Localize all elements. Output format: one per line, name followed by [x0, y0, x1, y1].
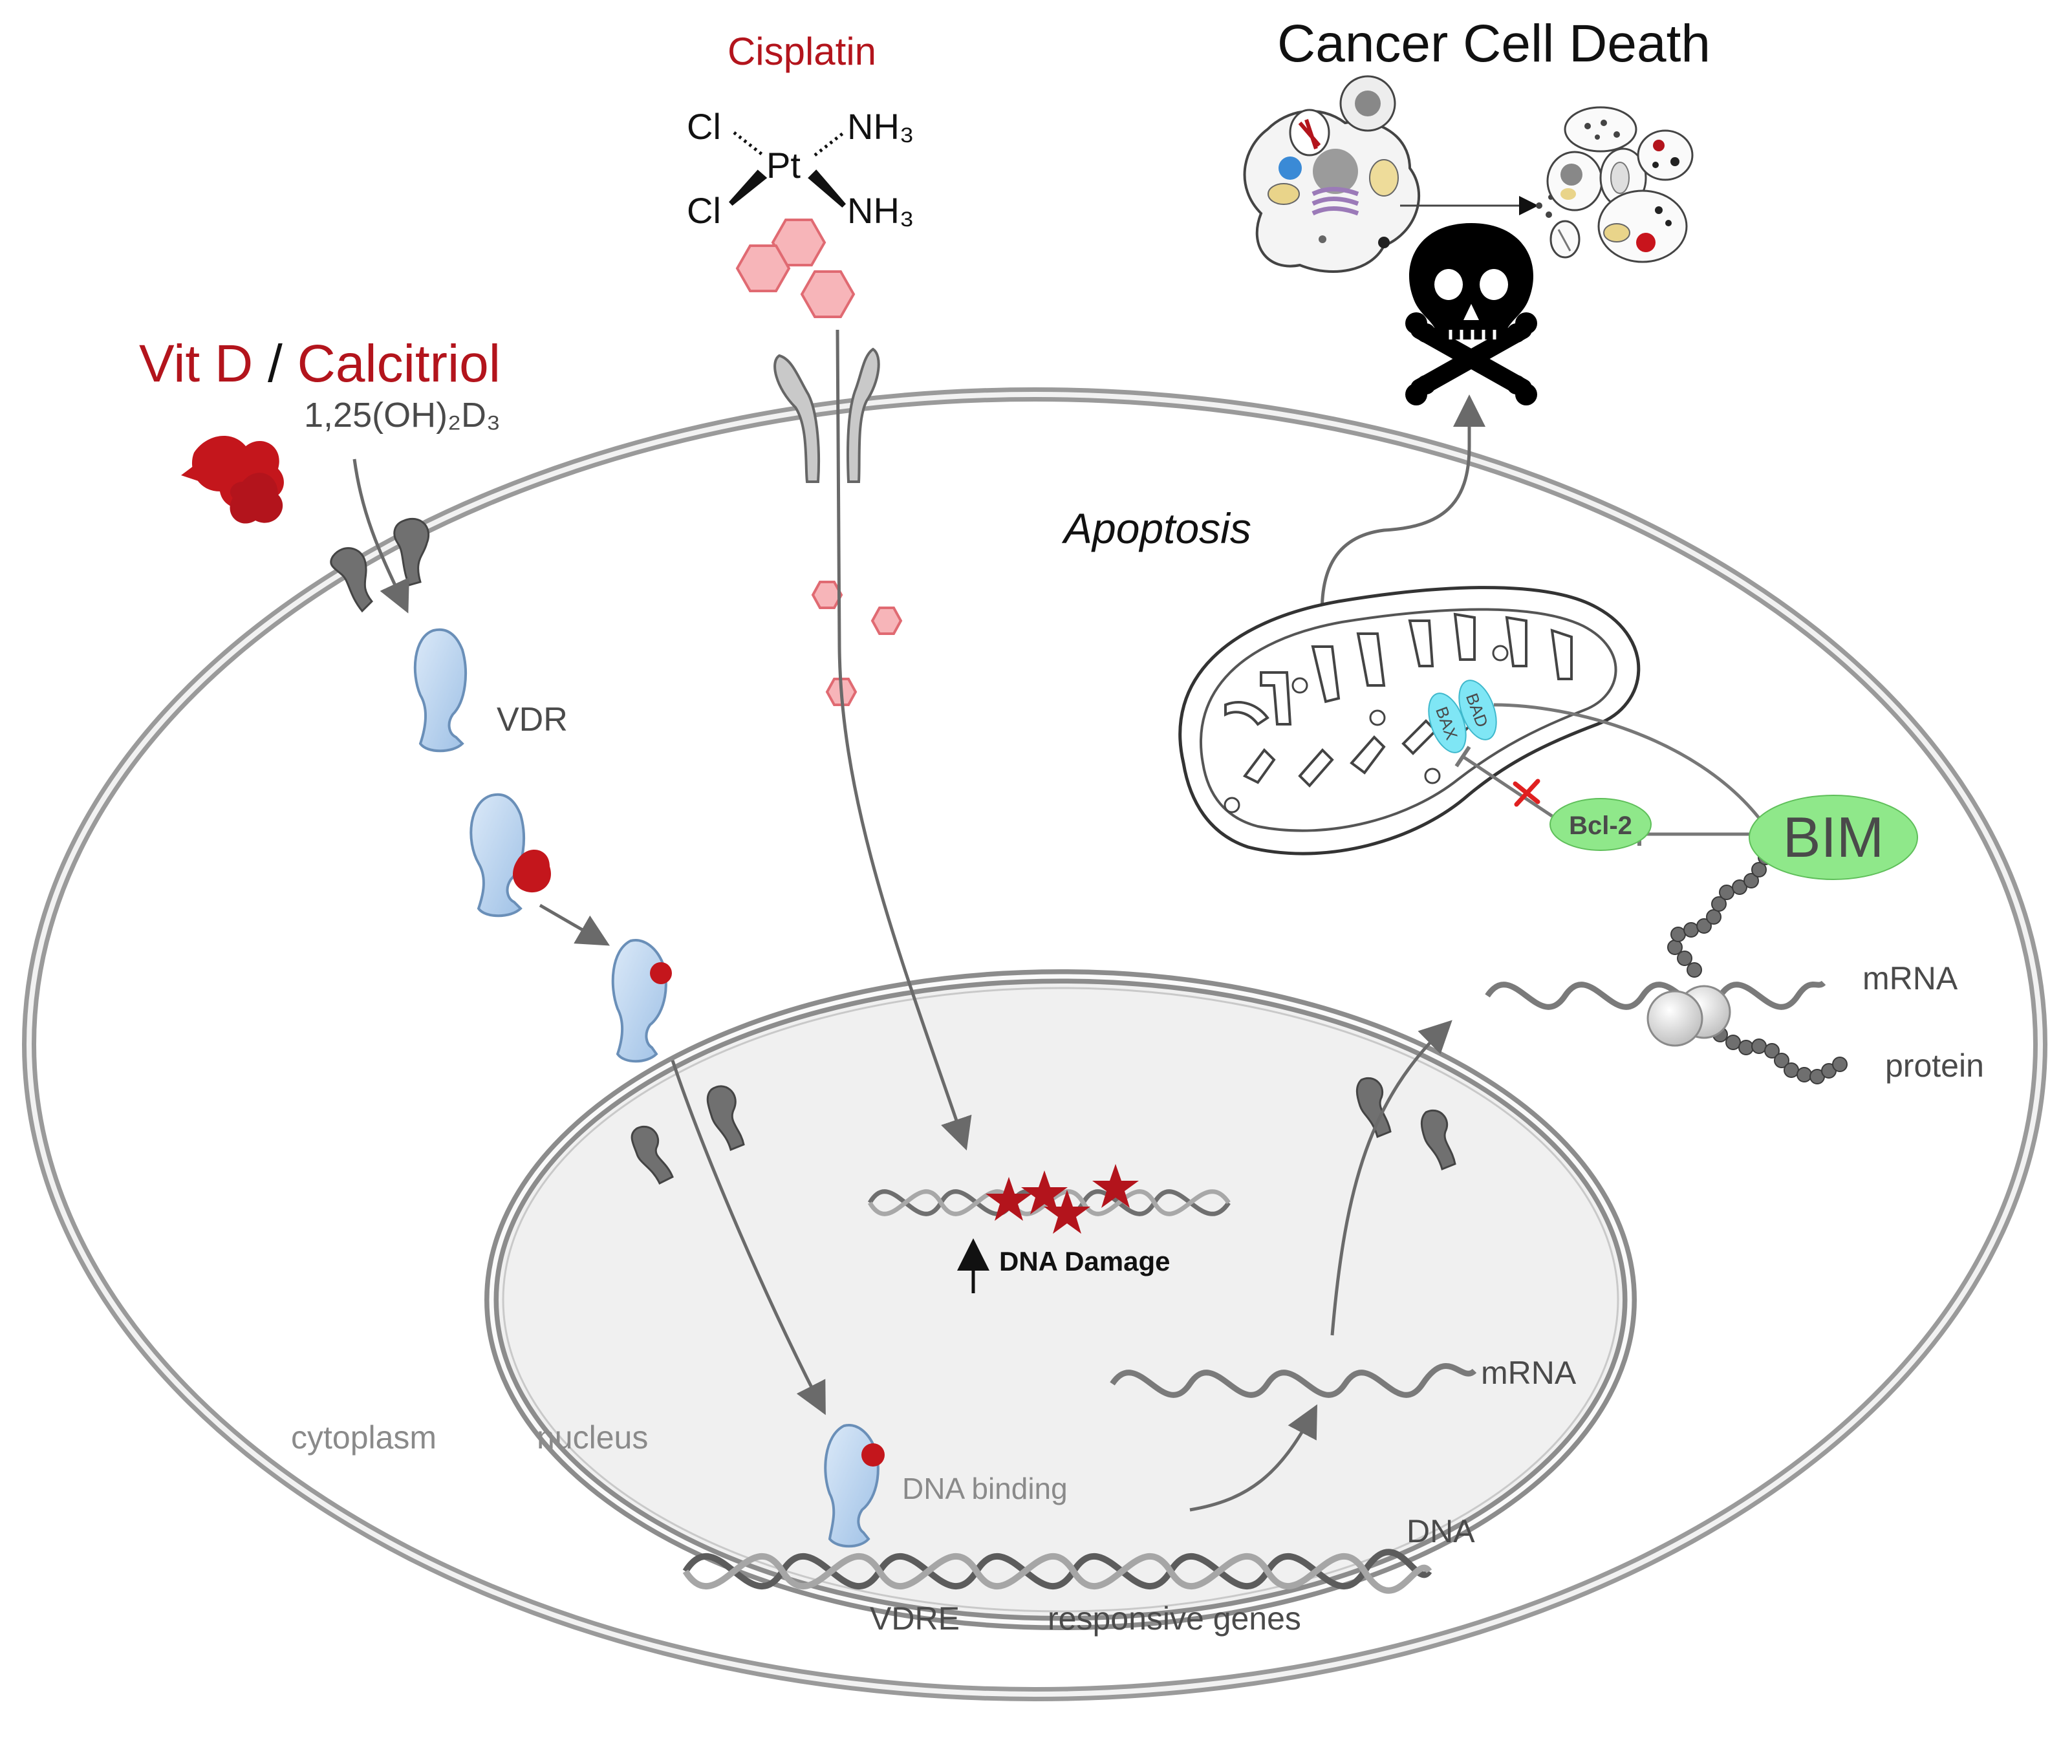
bad-protein: BAD	[1458, 680, 1497, 740]
skull-crossbones-icon	[1405, 223, 1537, 405]
mitochondrion	[1178, 586, 1641, 855]
apoptosis-arrow	[1320, 394, 1485, 625]
bim-to-bad-link	[1493, 703, 1760, 819]
bim-label: BIM	[1783, 805, 1884, 869]
vdr-activation-arrow	[539, 903, 610, 946]
ribosome	[1646, 985, 1731, 1047]
dna-damage-stars	[986, 1164, 1139, 1234]
membrane-receptor-vdr-entry	[330, 517, 430, 613]
nuclear-pores-left	[631, 1085, 745, 1185]
vdre-label: VDRE	[870, 1600, 960, 1637]
vdr-protein-free	[413, 628, 467, 753]
mrna-nucleus-label: mRNA	[1481, 1355, 1577, 1391]
nucleus-label: nucleus	[537, 1419, 648, 1456]
bcl2-protein: Bcl-2	[1549, 798, 1652, 851]
chem-pt: Pt	[766, 145, 801, 186]
cisplatin-molecules	[735, 219, 903, 706]
vdr-calcitriol-binding	[469, 793, 551, 918]
cisplatin-structure: Cl Pt NH₃ Cl NH₃	[687, 106, 914, 231]
protein-label: protein	[1885, 1048, 1984, 1084]
transcription-arrow	[1189, 1404, 1317, 1512]
chem-nh3-top: NH₃	[847, 106, 914, 147]
bax-protein: BAX	[1428, 693, 1467, 753]
bcl2-label: Bcl-2	[1569, 812, 1632, 840]
calcitriol-formula: 1,25(OH)₂D₃	[304, 396, 501, 435]
mrna-cyto-label: mRNA	[1862, 960, 1958, 996]
nuclear-mrna-strand	[1110, 1363, 1477, 1398]
apoptotic-bodies-icon	[1536, 106, 1694, 263]
protein-chain-lower	[1700, 1020, 1848, 1084]
inhibition-cross-icon	[1513, 779, 1540, 807]
vdr-bound-dna	[824, 1424, 885, 1548]
genomic-dna-helix	[682, 1549, 1432, 1594]
mrna-export-arrow	[1330, 1020, 1452, 1336]
chem-cl-top: Cl	[687, 106, 721, 147]
cell-membrane	[22, 387, 2047, 1701]
nucleus-envelope	[484, 969, 1637, 1630]
cisplatin-path-arrow	[836, 329, 972, 1151]
calcitriol-molecules	[181, 435, 284, 524]
vdr-complex-activated	[611, 939, 672, 1063]
chem-cl-bottom: Cl	[687, 190, 721, 231]
bim-protein: BIM	[1749, 795, 1918, 880]
cytoplasm-label: cytoplasm	[291, 1419, 437, 1456]
title: Cancer Cell Death	[1277, 14, 1710, 73]
apoptosis-label: Apoptosis	[1061, 504, 1251, 552]
chem-nh3-bottom: NH₃	[847, 190, 914, 231]
dna-label: DNA	[1407, 1513, 1475, 1549]
bcl2-inhibits-bax-line	[1462, 755, 1553, 818]
calcitriol-entry-arrow	[352, 458, 409, 614]
vdr-nuclear-import-arrow	[671, 1060, 826, 1415]
cisplatin-label: Cisplatin	[728, 30, 876, 73]
bcl2-inhibits-bax-bar	[1454, 746, 1471, 768]
vdr-label: VDR	[497, 701, 568, 738]
healthy-cell-icon	[1243, 75, 1421, 273]
dna-damage-label: DNA Damage	[999, 1246, 1171, 1276]
dna-binding-label: DNA binding	[902, 1472, 1068, 1505]
nuclear-pores-right	[1355, 1077, 1456, 1171]
cytoplasmic-mrna-strand	[1485, 980, 1826, 1010]
responsive-genes-label: responsive genes	[1048, 1600, 1301, 1637]
cisplatin-channel	[773, 347, 880, 483]
vitd-label: Vit D / Calcitriol	[139, 334, 501, 393]
